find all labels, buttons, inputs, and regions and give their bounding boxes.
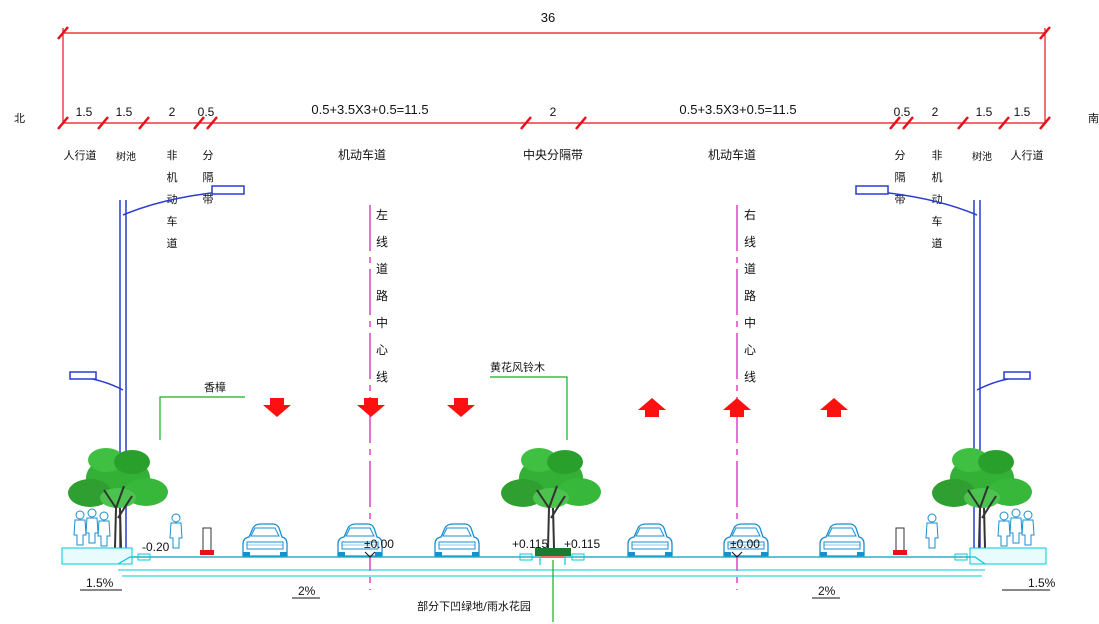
dim-right-nonmotor: 2 [932,105,939,119]
slope-right-sidewalk: 1.5% [1028,576,1056,590]
label-tree-left: 香樟 [204,380,226,394]
overall-dimension: 36 [57,10,1051,122]
label-motor-right: 机动车道 [708,147,756,162]
direction-south: 南 [1088,112,1099,125]
traffic-arrows-down [263,398,475,417]
slope-left-lanes: 2% [298,584,316,598]
tree-median [500,447,602,549]
elev-left-edge: -0.20 [142,540,170,554]
label-divider-left: 分隔带 [203,149,214,206]
label-nonmotor-right: 非机动车道 [932,149,943,250]
label-divider-right: 分隔带 [895,149,906,206]
label-median: 中央分隔带 [523,147,583,162]
bollard-left [200,527,214,555]
label-tree-pool-left: 树池 [116,150,136,163]
bollard-right [893,527,907,555]
dim-left-tree-pool: 1.5 [116,105,133,119]
direction-north: 北 [14,112,25,125]
elev-left-center: ±0.00 [364,537,394,551]
label-left-centerline: 左线道路中心线 [376,207,388,384]
road-surface [61,547,1047,577]
dim-right-tree-pool: 1.5 [976,105,993,119]
dim-left-sidewalk: 1.5 [76,105,93,119]
dim-left-nonmotor: 2 [169,105,176,119]
traffic-arrows-up [638,398,848,417]
label-tree-median: 黄花风铃木 [490,360,545,374]
dim-right-motor: 0.5+3.5X3+0.5=11.5 [679,102,796,117]
label-tree-pool-right: 树池 [972,150,992,163]
label-rain-garden: 部分下凹绿地/雨水花园 [417,599,531,613]
dim-median: 2 [550,105,557,119]
dim-left-divider: 0.5 [198,105,215,119]
label-right-centerline: 右线道路中心线 [744,207,756,384]
label-sidewalk-right: 人行道 [1011,148,1044,162]
label-sidewalk-left: 人行道 [64,148,97,162]
segment-dimension-line: 1.5 1.5 2 0.5 0.5+3.5X3+0.5=11.5 2 0.5+3… [57,102,1051,130]
overall-width-label: 36 [541,10,555,25]
dim-left-motor: 0.5+3.5X3+0.5=11.5 [311,102,428,117]
slope-right-lanes: 2% [818,584,836,598]
slope-left-sidewalk: 1.5% [86,576,114,590]
dim-right-sidewalk: 1.5 [1014,105,1031,119]
elev-median-left: +0.115 [512,537,548,551]
label-motor-left: 机动车道 [338,147,386,162]
elev-median-right: +0.115 [564,537,600,551]
dim-right-divider: 0.5 [894,105,911,119]
elev-right-center: ±0.00 [730,537,760,551]
